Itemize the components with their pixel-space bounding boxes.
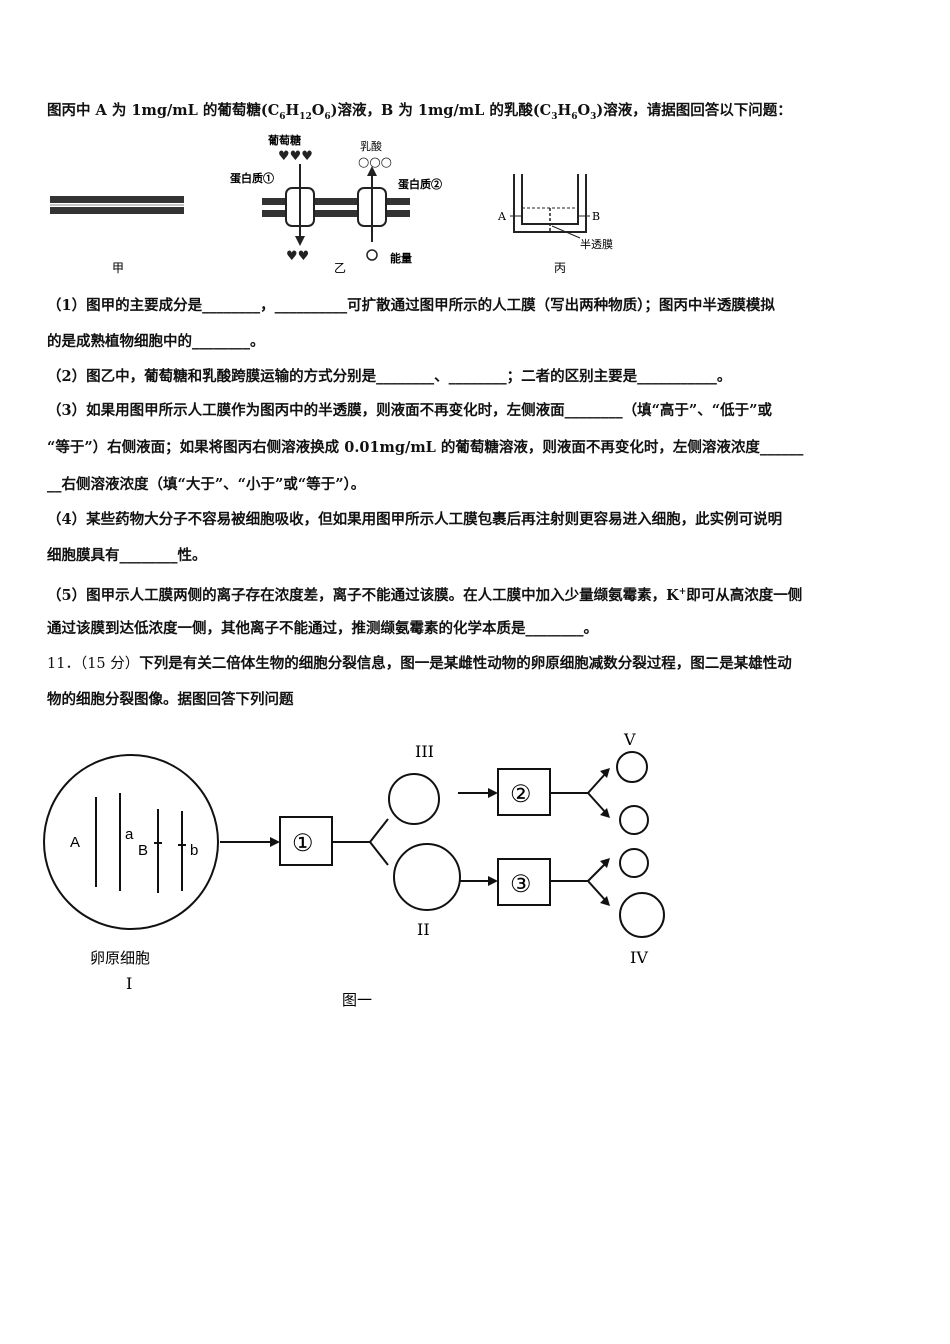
intro-text: H — [557, 102, 572, 119]
chrom-label-a: a — [125, 826, 134, 843]
label-B: B — [592, 210, 600, 223]
intro-text: )溶液，请据图回答以下问题： — [596, 102, 792, 119]
subscript: 3 — [551, 111, 558, 122]
label-jia: 甲 — [112, 261, 124, 275]
subscript: 12 — [299, 111, 312, 122]
q5-line2: 通过该膜到达低浓度一侧，其他离子不能通过，推测缬氨霉素的化学本质是_______… — [47, 620, 598, 637]
q5-text: 即可从高浓度一侧 — [686, 586, 803, 604]
bilayer-yi — [262, 164, 410, 261]
q11-line1: 11．（15 分）下列是有关二倍体生物的细胞分裂信息，图一是某雌性动物的卵原细胞… — [47, 654, 792, 674]
step1-label: ① — [292, 829, 314, 857]
figure-one: A a B b 卵原细胞 I ① III II ② ③ V IV 图一 — [43, 730, 665, 1009]
intro-text: O — [311, 102, 325, 119]
energy-label: 能量 — [390, 251, 412, 265]
subscript: 6 — [571, 111, 578, 122]
cell-IV-label: IV — [630, 948, 648, 967]
q5-line1: （5）图甲示人工膜两侧的离子存在浓度差，离子不能通过该膜。在人工膜中加入少量缬氨… — [47, 582, 802, 606]
step3-label: ③ — [510, 870, 532, 898]
u-tube — [510, 174, 590, 239]
intro-text: H — [285, 102, 300, 119]
label-bing: 丙 — [554, 261, 566, 275]
bilayer-jia — [50, 196, 184, 214]
cell-IV — [619, 892, 665, 938]
q3-line3: __右侧溶液浓度（填“大于”、“小于”或“等于”）。 — [47, 476, 366, 493]
step2-label: ② — [510, 780, 532, 808]
q1-line1: （1）图甲的主要成分是________，__________可扩散通过图甲所示的… — [47, 297, 775, 314]
intro-text: )溶液，B 为 1mg/mL 的乳酸(C — [330, 102, 552, 119]
q4-line2: 细胞膜具有________性。 — [47, 547, 207, 564]
q3-line1: （3）如果用图甲所示人工膜作为图丙中的半透膜，则液面不再变化时，左侧液面____… — [47, 402, 772, 419]
chrom-label-b: b — [190, 842, 198, 859]
subscript: 6 — [324, 111, 331, 122]
polar-body — [619, 805, 649, 835]
q11-number: 11．（15 分） — [47, 656, 140, 672]
cell-V — [616, 751, 648, 783]
cell-II-label: II — [417, 920, 430, 939]
cell-I-label: I — [126, 974, 132, 993]
superscript: + — [678, 587, 687, 597]
q2-line1: （2）图乙中，葡萄糖和乳酸跨膜运输的方式分别是________、________… — [47, 368, 732, 385]
protein2-label: 蛋白质② — [398, 177, 442, 191]
intro-text: 图丙中 A 为 1mg/mL 的葡萄糖(C — [47, 102, 280, 119]
cell-II — [393, 843, 461, 911]
label-A: A — [497, 210, 507, 223]
intro-line: 图丙中 A 为 1mg/mL 的葡萄糖(C6H12O6)溶液，B 为 1mg/m… — [47, 101, 792, 127]
cell-III — [388, 773, 440, 825]
subscript: 3 — [590, 111, 597, 122]
polar-body — [619, 848, 649, 878]
chrom-label-A: A — [70, 834, 80, 851]
membrane-figure: 甲 葡萄糖 ♥♥♥ ♥♥ 乳酸 ○○○ 蛋白质① 蛋白质② 能量 乙 A B 半… — [50, 133, 613, 275]
subscript: 6 — [279, 111, 286, 122]
cell-III-label: III — [415, 742, 434, 761]
oogonium-cell — [43, 754, 219, 930]
q11-line2: 物的细胞分裂图像。据图回答下列问题 — [47, 691, 294, 708]
intro-text: O — [577, 102, 591, 119]
q11-text: 下列是有关二倍体生物的细胞分裂信息，图一是某雌性动物的卵原细胞减数分裂过程，图二… — [139, 655, 792, 672]
protein1-label: 蛋白质① — [230, 171, 274, 185]
cell-V-label: V — [623, 730, 636, 749]
figure-caption: 图一 — [342, 991, 372, 1009]
circle-icons: ○○○ — [358, 155, 392, 170]
q3-line2: “等于”）右侧液面；如果将图丙右侧溶液换成 0.01mg/mL 的葡萄糖溶液，则… — [47, 439, 804, 456]
cell-name: 卵原细胞 — [90, 949, 150, 967]
heart-icons: ♥♥ — [286, 249, 309, 264]
heart-icons: ♥♥♥ — [278, 149, 313, 164]
q5-text: （5）图甲示人工膜两侧的离子存在浓度差，离子不能通过该膜。在人工膜中加入少量缬氨… — [47, 586, 679, 604]
label-yi: 乙 — [334, 261, 346, 275]
q1-line2: 的是成熟植物细胞中的________。 — [47, 333, 265, 350]
q4-line1: （4）某些药物大分子不容易被细胞吸收，但如果用图甲所示人工膜包裹后再注射则更容易… — [47, 511, 783, 528]
chrom-label-B: B — [138, 842, 148, 859]
lactic-label: 乳酸 — [360, 139, 382, 153]
membrane-label: 半透膜 — [580, 237, 613, 251]
glucose-label: 葡萄糖 — [267, 133, 301, 147]
